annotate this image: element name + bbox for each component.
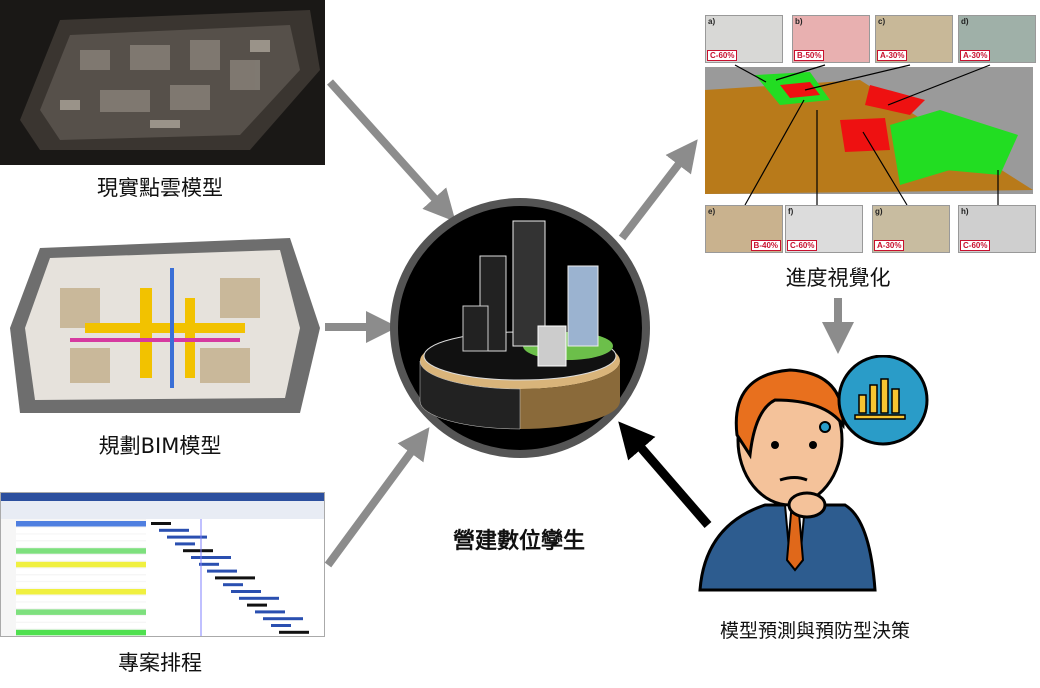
thumb-letter: b) (795, 17, 803, 26)
gantt-row (16, 548, 146, 554)
gantt-bar (223, 583, 243, 587)
progress-tag: A-30% (874, 240, 905, 251)
gantt-row (16, 541, 146, 547)
progress-tag: B-40% (750, 240, 781, 251)
gantt-bar (167, 535, 207, 539)
progress-tag: A-30% (877, 50, 908, 61)
thumb-letter: c) (878, 17, 886, 26)
gantt-row (16, 595, 146, 602)
gantt-bar (279, 630, 309, 634)
gantt-row (16, 609, 146, 615)
arrow-pointcloud-to-twin (327, 79, 456, 222)
progress-photo-thumb: h) C-60% (958, 205, 1036, 253)
project-schedule-gantt-image (0, 492, 325, 637)
gantt-bar (191, 556, 231, 559)
digital-twin-city-icon (390, 198, 650, 458)
gantt-row (16, 616, 146, 622)
gantt-bar (199, 562, 219, 566)
progress-tag: C-60% (787, 240, 818, 251)
progress-photo-thumb: a) C-60% (705, 15, 783, 63)
progress-photo-thumb: f) C-60% (785, 205, 863, 253)
point-cloud-label: 現實點雲模型 (97, 176, 223, 200)
gantt-row (16, 534, 146, 541)
thumb-letter: h) (961, 207, 969, 216)
thumb-letter: a) (708, 17, 716, 26)
bim-label: 規劃BIM模型 (98, 434, 222, 458)
progress-tag: C-60% (707, 50, 738, 61)
gantt-bar (247, 603, 267, 607)
digital-twin-title: 營建數位孿生 (452, 529, 585, 554)
progress-tag: A-30% (960, 50, 991, 61)
progress-photo-thumb: e) B-40% (705, 205, 783, 253)
gantt-row (16, 589, 146, 595)
gantt-row (16, 527, 146, 534)
gantt-bar (271, 624, 291, 627)
gantt-bar (231, 590, 261, 593)
decision-label: 模型預測與預防型決策 (719, 620, 910, 642)
gantt-row (16, 582, 146, 588)
gantt-row (16, 629, 146, 636)
gantt-bar (207, 569, 237, 573)
progress-photo-thumb: c) A-30% (875, 15, 953, 63)
gantt-row (16, 602, 146, 609)
arrow-decision-to-twin (618, 421, 712, 528)
gantt-row (16, 521, 146, 527)
arrow-twin-to-progress (618, 139, 698, 241)
thinking-manager-illustration (698, 355, 929, 592)
thumb-letter: d) (961, 17, 969, 26)
progress-tag: C-60% (960, 240, 991, 251)
point-cloud-model-image (0, 0, 325, 165)
progress-photo-thumb: d) A-30% (958, 15, 1036, 63)
bar-chart-thought-bubble-icon (819, 355, 929, 446)
arrow-schedule-to-twin (324, 427, 430, 568)
gantt-row (16, 575, 146, 581)
progress-photo-thumb: b) B-50% (792, 15, 870, 63)
thumb-letter: e) (708, 207, 716, 216)
gantt-bar (215, 576, 255, 580)
progress-tag: B-50% (794, 50, 825, 61)
thumb-letter: g) (875, 207, 883, 216)
progress-visualization-label: 進度視覺化 (785, 266, 891, 290)
bim-model-image (0, 228, 325, 423)
gantt-bar (255, 610, 285, 614)
gantt-bar (263, 617, 303, 621)
gantt-bar (239, 596, 279, 600)
gantt-row (16, 623, 146, 629)
progress-photo-thumb: g) A-30% (872, 205, 950, 253)
progress-visualization-image: a) C-60% b) B-50% c) A-30% d) A-30% e) B-40% f) C-6… (700, 10, 1040, 260)
gantt-bar (159, 528, 189, 532)
schedule-label: 專案排程 (118, 651, 202, 675)
gantt-bar (175, 542, 195, 546)
gantt-bar (151, 522, 171, 525)
gantt-row (16, 555, 146, 561)
thumb-letter: f) (788, 207, 794, 216)
gantt-row (16, 568, 146, 575)
gantt-row (16, 561, 146, 568)
gantt-bar (183, 549, 213, 553)
